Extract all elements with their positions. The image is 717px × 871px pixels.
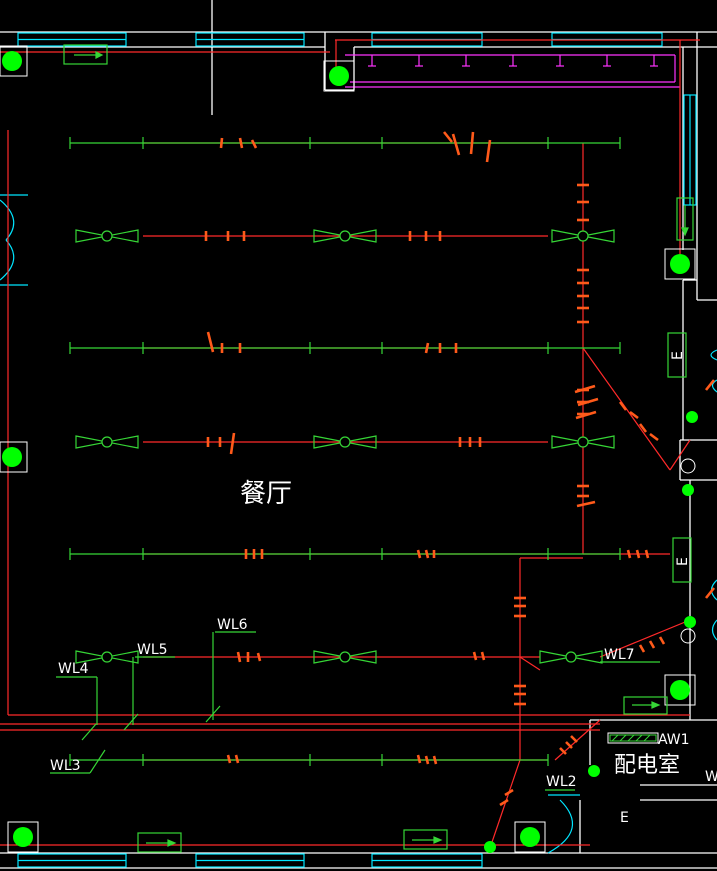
panel-label: AW1 [658, 732, 690, 748]
emergency-light-icon [664, 674, 696, 706]
windows [0, 32, 717, 868]
emergency-light-icon [0, 45, 28, 77]
emergency-lights [0, 45, 698, 853]
emergency-light-icon [323, 60, 355, 92]
duct [345, 54, 680, 88]
circuit-label-wl3: WL3 [50, 758, 81, 774]
junction-circle-icon [588, 765, 600, 777]
fixture-rows [50, 137, 660, 791]
exit-e-label-lower: E [675, 557, 691, 566]
ceiling-fan-icon [313, 229, 377, 243]
emergency-light-icon [7, 821, 39, 853]
room-label-distribution: 配电室 [614, 753, 680, 778]
exit-signs [63, 44, 694, 853]
conductor-ticks [204, 131, 716, 807]
junction-circle-icon [682, 484, 694, 496]
exit-e-label-upper: E [670, 351, 686, 360]
circuit-label-wl2: WL2 [546, 774, 577, 790]
junction-circle-icon [484, 841, 496, 853]
room-label-dining: 餐厅 [240, 479, 292, 509]
outlet-e-label: E [620, 810, 629, 826]
ceiling-fan-icon [313, 650, 377, 664]
exit-arrow-icon [623, 696, 668, 715]
exit-arrow-icon [403, 829, 448, 850]
emergency-light-icon [0, 441, 28, 473]
junction-circle-icon [680, 458, 696, 474]
ceiling-fan-icon [75, 229, 139, 243]
exit-arrow-icon [676, 197, 694, 241]
exit-arrow-icon [137, 832, 182, 853]
circuit-label-wl6: WL6 [217, 617, 248, 633]
exit-arrow-icon [63, 44, 108, 65]
ceiling-fan-icon [75, 650, 139, 664]
circuit-label-wl7: WL7 [604, 647, 635, 663]
ceiling-fan-icon [551, 435, 615, 449]
emergency-light-icon [664, 248, 696, 280]
w-fragment-label: W [705, 769, 717, 785]
distribution-panel [607, 732, 659, 744]
text-labels: 餐厅 配电室 AW1 W E E E WL2 WL3 WL4 WL5 WL6 W… [50, 351, 717, 826]
circuit-label-wl5: WL5 [137, 642, 168, 658]
ceiling-fan-icon [313, 435, 377, 449]
ceiling-fan-icon [75, 435, 139, 449]
junction-circle-icon [684, 616, 696, 628]
ceiling-fan-icon [539, 650, 603, 664]
circuit-label-wl4: WL4 [58, 661, 89, 677]
ceiling-fan-icon [551, 229, 615, 243]
junction-circle-icon [686, 411, 698, 423]
junction-circle-icon [680, 628, 696, 644]
emergency-light-icon [514, 821, 546, 853]
ceiling-fans [75, 229, 615, 664]
